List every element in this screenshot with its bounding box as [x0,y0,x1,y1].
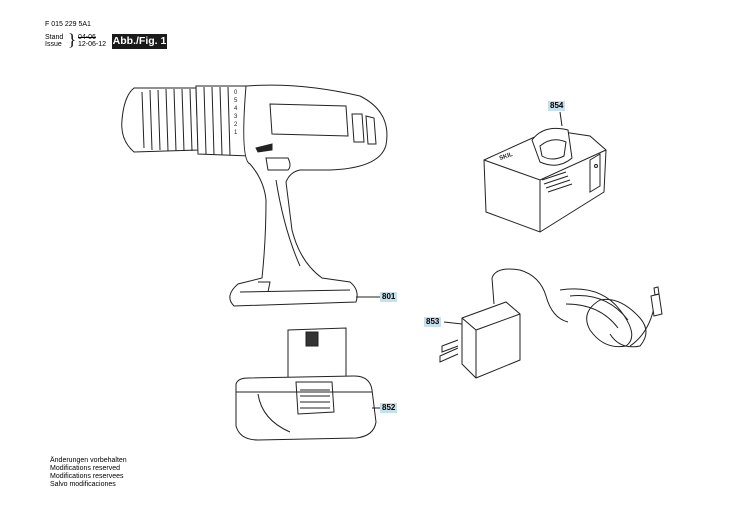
issue-date: 12-06-12 [78,41,107,48]
notice-line-de: Änderungen vorbehalten [50,457,127,464]
figure-tag: Abb./Fig. 1 [112,34,167,49]
modifications-notice: Änderungen vorbehalten Modifications res… [50,457,127,489]
chuck-number: 5 [234,98,238,104]
brace-icon: } [68,30,77,49]
adapter-illustration [440,269,662,378]
leader-line-853 [444,322,462,324]
old-revision-date: 04-06 [78,34,96,41]
chuck-number: 2 [234,122,238,128]
leader-line-854 [560,112,562,126]
part-label-drill: 801 [380,292,398,302]
notice-line-fr: Modifications reservees [50,473,124,480]
part-label-charger: 854 [548,101,566,111]
chuck-number: 4 [234,106,238,112]
charger-logo: SKIL [499,152,514,162]
stand-label: Stand [45,34,64,41]
issue-label: Issue [45,41,62,48]
part-label-battery: 852 [380,403,398,413]
part-label-adapter: 853 [424,317,442,327]
chuck-number: 1 [234,130,238,136]
chuck-number: 0 [234,90,238,96]
drill-chuck-numbers: 1 2 3 4 5 0 [234,90,238,136]
battery-illustration [236,328,376,440]
charger-illustration [484,128,606,232]
notice-line-en: Modifications reserved [50,465,121,472]
drill-illustration [122,85,387,306]
notice-line-es: Salvo modificaciones [50,481,116,488]
document-number: F 015 229 5A1 [45,21,91,28]
chuck-number: 3 [234,114,238,120]
